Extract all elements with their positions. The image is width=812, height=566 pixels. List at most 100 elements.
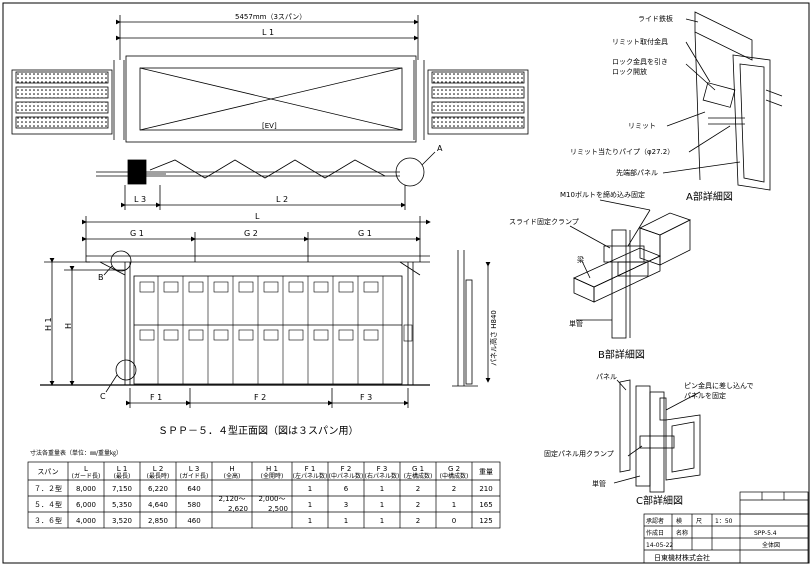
th-h: H (229, 465, 234, 473)
table-cell: 125 (479, 517, 492, 525)
detail-b-label-1: M10ボルトを締め込み固定 (560, 190, 645, 199)
title-block-company: 日東機材株式会社 (654, 553, 710, 562)
table-cell: 1 (308, 517, 312, 525)
th-l2-sub: (最長時) (147, 472, 170, 480)
table-cell: 2 (416, 517, 420, 525)
th-g2-sub: (中構成数) (440, 472, 469, 480)
table-cell: 4,000 (76, 517, 96, 525)
f1-dimension-label: F 1 (150, 393, 162, 402)
th-l1-sub: (最長) (114, 473, 131, 480)
th-f1-sub: (左パネル数) (293, 472, 328, 480)
th-l: L (84, 465, 88, 473)
table-cell: 1 (380, 501, 384, 509)
table-cell: 0 (452, 517, 456, 525)
detail-a-label-1: ライド鉄板 (638, 14, 673, 23)
detail-c-label-5: 単管 (592, 479, 606, 488)
detail-b-title: B部詳細図 (598, 348, 645, 361)
table-cell: 1 (452, 501, 456, 509)
th-weight: 重量 (479, 468, 493, 476)
table-cell: 1 (380, 517, 384, 525)
table-cell: 1 (308, 501, 312, 509)
table-cell: ３．６型 (34, 516, 62, 525)
l1-dimension-label: L 1 (262, 28, 274, 37)
th-h-sub: (全高) (224, 472, 241, 480)
th-f2: F 2 (341, 465, 352, 473)
table-cell: 2,850 (148, 517, 168, 525)
detail-a-label-6: リミット当たりパイプ（φ27.2） (570, 147, 674, 156)
detail-b-label-4: 単管 (569, 319, 583, 328)
g2-dimension-label: G 2 (244, 229, 258, 238)
detail-c-title: C部詳細図 (636, 494, 683, 507)
table-cell: 7,150 (112, 485, 132, 493)
detail-c-label-4: 固定パネル用クランプ (544, 449, 614, 458)
detail-a-label-7: 先端部パネル (616, 168, 658, 177)
th-g1: G 1 (412, 465, 424, 473)
th-l1: L 1 (117, 465, 128, 473)
table-cell: 1 (344, 517, 348, 525)
detail-a-drawing (662, 11, 783, 191)
h1-dimension-label: H 1 (44, 317, 53, 331)
detail-c-label-1: パネル (596, 373, 617, 381)
table-cell: 2 (452, 485, 456, 493)
detail-c-label-3: パネルを固定 (684, 391, 726, 400)
table-cell: 6,220 (148, 485, 168, 493)
th-l-sub: (ガード長) (72, 472, 101, 480)
table-cell: 5,350 (112, 501, 132, 509)
th-l2: L 2 (153, 465, 164, 473)
table-cell: 2 (416, 501, 420, 509)
dimension-table-text: スパン L (ガード長) L 1 (最長) L 2 (最長時) L 3 (ガイド… (34, 465, 493, 525)
detail-c-label-2: ピン金具に差し込んで (684, 381, 754, 390)
title-block-check: 検 (676, 517, 682, 525)
detail-a-label-5: リミット (628, 122, 656, 130)
g1-right-dimension-label: G 1 (358, 229, 372, 238)
title-block-name-label: 名称 (676, 529, 688, 537)
th-g1-sub: (左構成数) (404, 472, 433, 480)
detail-a-label-3: ロック金具を引き (612, 57, 668, 66)
th-span: スパン (37, 468, 58, 476)
l2-dimension-label: L 2 (276, 195, 288, 204)
table-cell-h1-merged-1: 2,000～ (258, 495, 285, 503)
th-f3: F 3 (377, 465, 388, 473)
title-block-drawing-kind: 全体図 (762, 541, 780, 549)
table-cell: 1 (380, 485, 384, 493)
table-cell: 6 (344, 485, 349, 493)
detail-b-label-3: 梁 (577, 255, 584, 264)
th-f2-sub: (中パネル数) (329, 472, 364, 480)
table-cell: 640 (187, 485, 200, 493)
detail-a-label-2: リミット取付金具 (612, 37, 668, 46)
table-cell-h-merged-1: 2,120～ (218, 495, 245, 503)
title-block-created: 作成日 (646, 529, 664, 537)
f2-dimension-label: F 2 (254, 393, 266, 402)
table-cell-h-merged-2: 2,620 (228, 505, 248, 513)
title-block-date: 14-05-22 (646, 542, 673, 549)
table-cell: 580 (187, 501, 200, 509)
ev-label: [EV] (262, 122, 277, 130)
g1-left-dimension-label: G 1 (130, 229, 144, 238)
total-dimension-label: 5457mm（3スパン） (235, 13, 306, 21)
table-cell: 3,520 (112, 517, 132, 525)
th-g2: G 2 (448, 465, 460, 473)
front-panels (139, 276, 413, 384)
l-dimension-label: L (255, 212, 260, 221)
h-dimension-label: H (64, 323, 73, 329)
detail-c-drawing (613, 379, 701, 493)
th-h1: H 1 (266, 465, 278, 473)
th-l3-sub: (ガイド長) (180, 472, 209, 480)
table-cell: 1 (308, 485, 312, 493)
title-block-grid (643, 491, 809, 564)
panel-height-label: パネル高さ H840 (489, 310, 498, 366)
title-block-scale-label: 尺 (696, 518, 702, 525)
detail-a-title: A部詳細図 (686, 190, 733, 203)
f3-dimension-label: F 3 (360, 393, 372, 402)
th-f3-sub: (右パネル数) (365, 472, 400, 480)
callout-c-label: C (100, 392, 106, 401)
callout-a-label: A (437, 144, 443, 153)
callout-b-label: B (98, 273, 104, 282)
table-cell: 210 (479, 485, 492, 493)
table-cell: 165 (479, 501, 492, 509)
title-block-drawing-no: SPP-5.4 (754, 530, 777, 537)
table-cell: ７．２型 (34, 484, 62, 493)
table-cell: ５．４型 (34, 500, 62, 509)
